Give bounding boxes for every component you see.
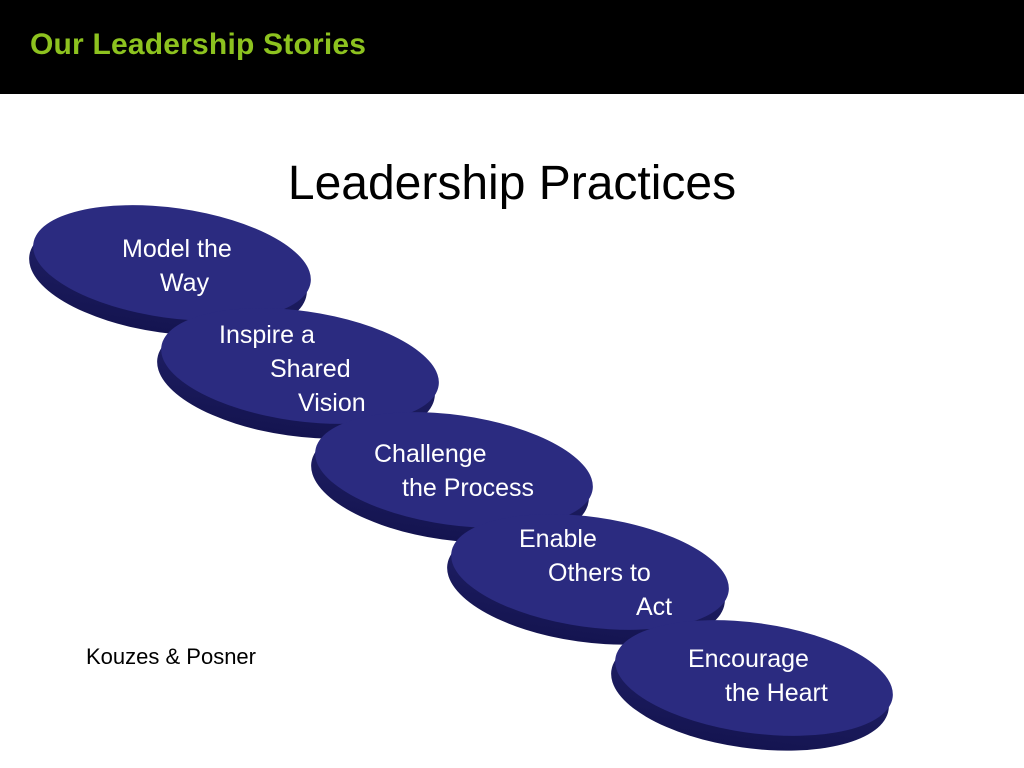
disc-inspire-a-shared-vision	[157, 308, 439, 439]
disc-enable-others-to-act	[447, 514, 729, 645]
practice-label-line: Encourage	[688, 645, 809, 673]
practice-label-line: Act	[636, 593, 673, 621]
disc-encourage-the-heart	[611, 620, 893, 751]
practice-label-line: Shared	[270, 355, 351, 383]
source-credit: Kouzes & Posner	[86, 644, 256, 669]
practice-label-line: the Process	[402, 474, 535, 502]
practice-label-line: Way	[160, 269, 210, 297]
header-bar: Our Leadership Stories	[0, 0, 1024, 94]
header-title: Our Leadership Stories	[30, 28, 367, 61]
disc-challenge-the-process	[311, 412, 593, 543]
practice-label-line: Inspire a	[219, 321, 315, 349]
practice-label-line: Others to	[548, 559, 651, 587]
disc-model-the-way	[29, 205, 311, 336]
practice-label-line: Model the	[122, 235, 232, 263]
practice-label-line: Challenge	[374, 440, 487, 468]
practice-label-line: the Heart	[725, 679, 828, 707]
practice-label-line: Vision	[298, 389, 366, 417]
slide-title: Leadership Practices	[287, 157, 737, 210]
practice-label-line: Enable	[519, 525, 597, 553]
